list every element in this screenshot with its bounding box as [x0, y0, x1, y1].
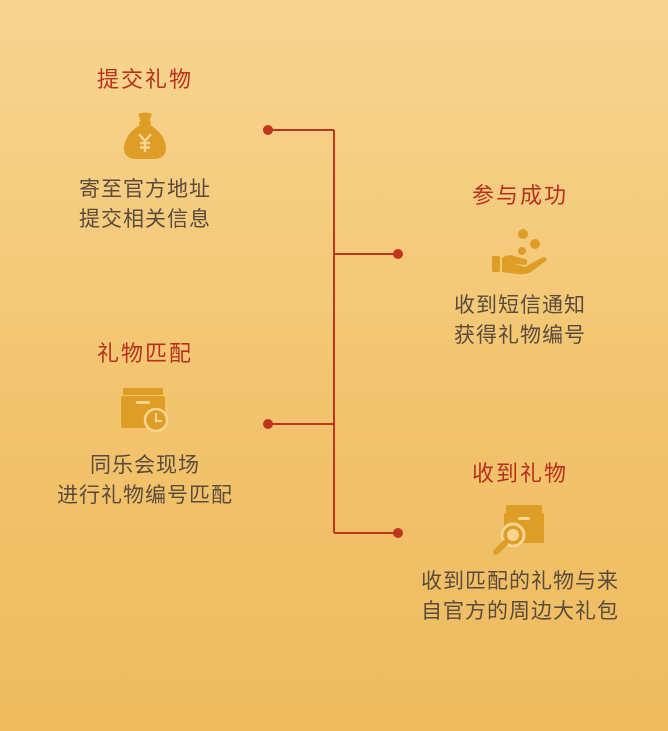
money-bag-icon — [124, 112, 166, 159]
step-title: 参与成功 — [471, 184, 568, 209]
description-line: 收到短信通知 — [454, 293, 586, 317]
node-dot-join — [393, 249, 403, 259]
description-line: 提交相关信息 — [79, 207, 211, 231]
step-gift-match: 礼物匹配 同乐会现场 进行礼物编号匹配 — [40, 340, 250, 510]
step-submit-gift: 提交礼物 寄至官方地址 提交相关信息 — [40, 66, 250, 234]
step-title: 收到礼物 — [471, 462, 568, 487]
node-dot-submit — [263, 125, 273, 135]
step-receive-gift: 收到礼物 收到匹配的礼物与来 自官方的周边大礼包 — [395, 460, 645, 626]
description-line: 收到匹配的礼物与来 — [421, 569, 619, 593]
box-magnifier-icon — [493, 505, 544, 555]
node-dot-match — [263, 419, 273, 429]
description-line: 进行礼物编号匹配 — [57, 483, 233, 507]
description-line: 寄至官方地址 — [79, 177, 211, 201]
hand-coins-icon — [492, 229, 547, 275]
step-title: 提交礼物 — [96, 68, 193, 93]
description-line: 同乐会现场 — [90, 453, 200, 477]
step-description: 同乐会现场 进行礼物编号匹配 — [40, 450, 250, 510]
step-description: 寄至官方地址 提交相关信息 — [40, 174, 250, 234]
description-line: 自官方的周边大礼包 — [421, 599, 619, 623]
step-description: 收到匹配的礼物与来 自官方的周边大礼包 — [395, 566, 645, 626]
step-title: 礼物匹配 — [96, 342, 193, 367]
description-line: 获得礼物编号 — [454, 323, 586, 347]
node-dot-receive — [393, 528, 403, 538]
box-clock-icon — [121, 388, 169, 433]
step-description: 收到短信通知 获得礼物编号 — [415, 290, 625, 350]
step-join-success: 参与成功 收到短信通知 获得礼物编号 — [415, 182, 625, 350]
